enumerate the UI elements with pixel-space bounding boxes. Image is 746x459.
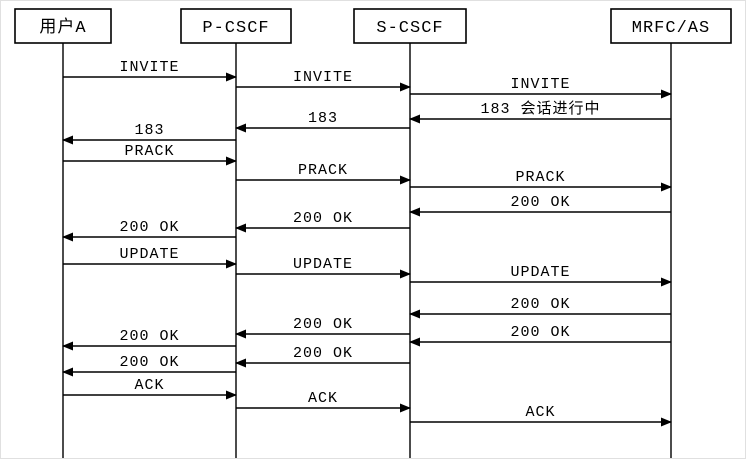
message-label: INVITE bbox=[510, 76, 570, 93]
message-label: 183 bbox=[308, 110, 338, 127]
message-3: 183 会话进行中 bbox=[409, 100, 671, 124]
message-label: 200 OK bbox=[293, 210, 353, 227]
message-label: PRACK bbox=[124, 143, 174, 160]
message-16: 200 OK bbox=[235, 316, 410, 339]
message-label: UPDATE bbox=[119, 246, 179, 263]
actor-user-a: 用户A bbox=[14, 8, 112, 44]
message-label: 200 OK bbox=[510, 324, 570, 341]
message-14: UPDATE bbox=[410, 264, 672, 287]
message-label: PRACK bbox=[515, 169, 565, 186]
message-label: 200 OK bbox=[119, 328, 179, 345]
actor-p-cscf: P-CSCF bbox=[180, 8, 292, 44]
message-1: INVITE bbox=[236, 69, 411, 92]
message-19: 200 OK bbox=[235, 345, 410, 368]
message-label: 200 OK bbox=[510, 194, 570, 211]
actor-label: S-CSCF bbox=[376, 19, 443, 38]
message-label: ACK bbox=[134, 377, 164, 394]
message-13: UPDATE bbox=[236, 256, 411, 279]
message-label: 200 OK bbox=[293, 316, 353, 333]
message-2: INVITE bbox=[410, 76, 672, 99]
message-8: PRACK bbox=[410, 169, 672, 192]
message-22: ACK bbox=[236, 390, 411, 413]
message-label: PRACK bbox=[298, 162, 348, 179]
message-label: 183 bbox=[134, 122, 164, 139]
message-21: ACK bbox=[63, 377, 237, 400]
message-label: 200 OK bbox=[510, 296, 570, 313]
actor-mrfc-as: MRFC/AS bbox=[610, 8, 732, 44]
message-label: 200 OK bbox=[119, 354, 179, 371]
actor-label: MRFC/AS bbox=[632, 19, 710, 38]
message-5: 183 bbox=[62, 122, 236, 145]
message-9: 200 OK bbox=[409, 194, 671, 217]
actor-box bbox=[14, 8, 112, 44]
message-18: 200 OK bbox=[62, 328, 236, 351]
actor-box bbox=[610, 8, 732, 44]
message-12: UPDATE bbox=[63, 246, 237, 269]
actor-label: P-CSCF bbox=[202, 19, 269, 38]
message-7: PRACK bbox=[236, 162, 411, 185]
message-label: ACK bbox=[308, 390, 338, 407]
message-label: UPDATE bbox=[293, 256, 353, 273]
actor-label: 用户A bbox=[39, 17, 86, 38]
message-label: 200 OK bbox=[119, 219, 179, 236]
message-label: INVITE bbox=[119, 59, 179, 76]
message-17: 200 OK bbox=[409, 324, 671, 347]
message-label: INVITE bbox=[293, 69, 353, 86]
message-20: 200 OK bbox=[62, 354, 236, 377]
message-23: ACK bbox=[410, 404, 672, 427]
message-label: 200 OK bbox=[293, 345, 353, 362]
message-label: UPDATE bbox=[510, 264, 570, 281]
actor-s-cscf: S-CSCF bbox=[353, 8, 467, 44]
actor-box bbox=[353, 8, 467, 44]
message-10: 200 OK bbox=[235, 210, 410, 233]
message-4: 183 bbox=[235, 110, 410, 133]
message-0: INVITE bbox=[63, 59, 237, 82]
message-6: PRACK bbox=[63, 143, 237, 166]
message-15: 200 OK bbox=[409, 296, 671, 319]
message-11: 200 OK bbox=[62, 219, 236, 242]
message-label: 183 会话进行中 bbox=[480, 100, 600, 118]
actor-box bbox=[180, 8, 292, 44]
message-label: ACK bbox=[525, 404, 555, 421]
